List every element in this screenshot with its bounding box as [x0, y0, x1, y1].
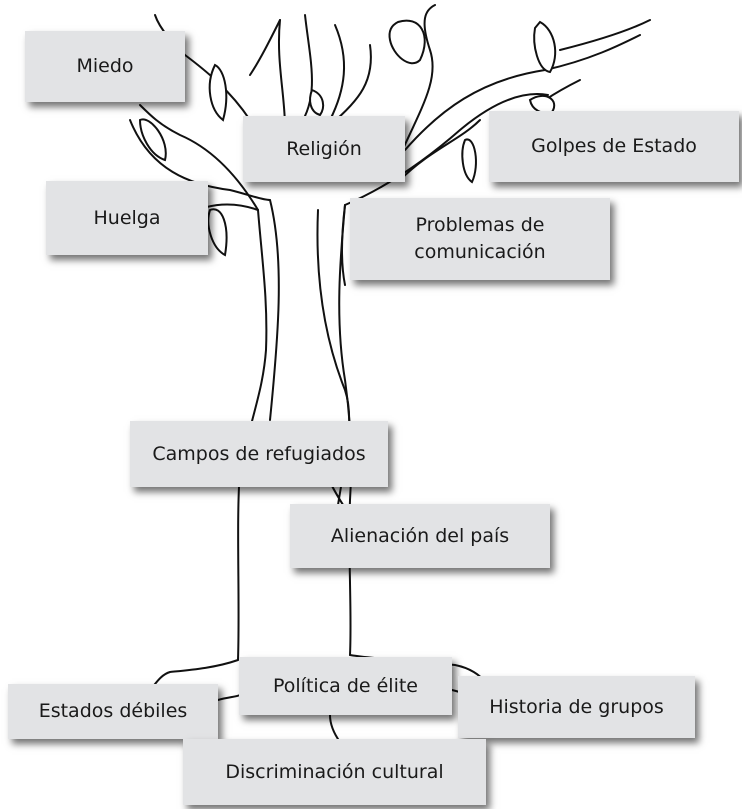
card-label: Golpes de Estado	[531, 135, 697, 157]
branch-top-right-curl	[397, 4, 436, 161]
card-label: Campos de refugiados	[152, 442, 366, 465]
branch-left-swoop	[129, 119, 271, 201]
concept-card-golpes-de-estado: Golpes de Estado	[489, 111, 739, 182]
card-label: Estados débiles	[38, 700, 188, 722]
leaf-shape	[208, 63, 228, 122]
concept-card-politica-de-elite: Política de élite	[239, 657, 452, 715]
card-label: Religión	[286, 137, 362, 160]
leaf-shape	[138, 118, 167, 162]
concept-card-alienacion-del-pais: Alienación del país	[290, 504, 550, 568]
concept-card-estados-debiles: Estados débiles	[8, 684, 218, 739]
branch-right-lower	[344, 93, 549, 206]
card-label-group: Problemas de comunicación	[414, 212, 545, 266]
card-label-line-1: Problemas de	[415, 214, 545, 236]
concept-card-problemas-de-comunicacion: Problemas de comunicación	[350, 198, 610, 280]
card-label-line-2: comunicación	[414, 241, 546, 263]
branch-top-left-short	[249, 19, 281, 76]
leaf-shape	[388, 19, 426, 65]
branch-top-center-b	[299, 14, 313, 126]
leaf-shape	[461, 138, 477, 184]
branch-right-upper-tip	[559, 19, 651, 51]
card-label: Política de élite	[273, 674, 418, 697]
branch-right-lower-curl	[399, 119, 481, 181]
card-label: Historia de grupos	[489, 695, 664, 718]
leaf-shape	[533, 20, 557, 74]
concept-card-campos-de-refugiados: Campos de refugiados	[130, 421, 388, 487]
concept-card-miedo: Miedo	[25, 31, 185, 102]
concept-card-discriminacion-cultural: Discriminación cultural	[183, 739, 486, 805]
card-label: Huelga	[93, 206, 161, 229]
card-label: Miedo	[76, 55, 134, 77]
leaf-shape	[309, 88, 325, 117]
trunk-left-outline	[237, 209, 268, 661]
concept-card-huelga: Huelga	[46, 181, 208, 255]
branch-right-inner	[340, 204, 346, 286]
branch-left-upper	[139, 104, 259, 211]
branch-top-left-loop	[154, 14, 251, 121]
branch-top-center-c	[329, 24, 345, 121]
concept-card-religion: Religión	[243, 116, 405, 182]
branch-top-center-d	[329, 44, 372, 126]
card-label: Alienación del país	[330, 524, 510, 547]
root-bottom-center	[329, 714, 341, 743]
trunk-left-inner-outline	[269, 199, 280, 421]
root-left-lower	[217, 694, 241, 701]
card-label: Discriminación cultural	[225, 760, 444, 783]
concept-card-historia-de-grupos: Historia de grupos	[458, 676, 695, 738]
leaf-shape	[207, 208, 228, 257]
